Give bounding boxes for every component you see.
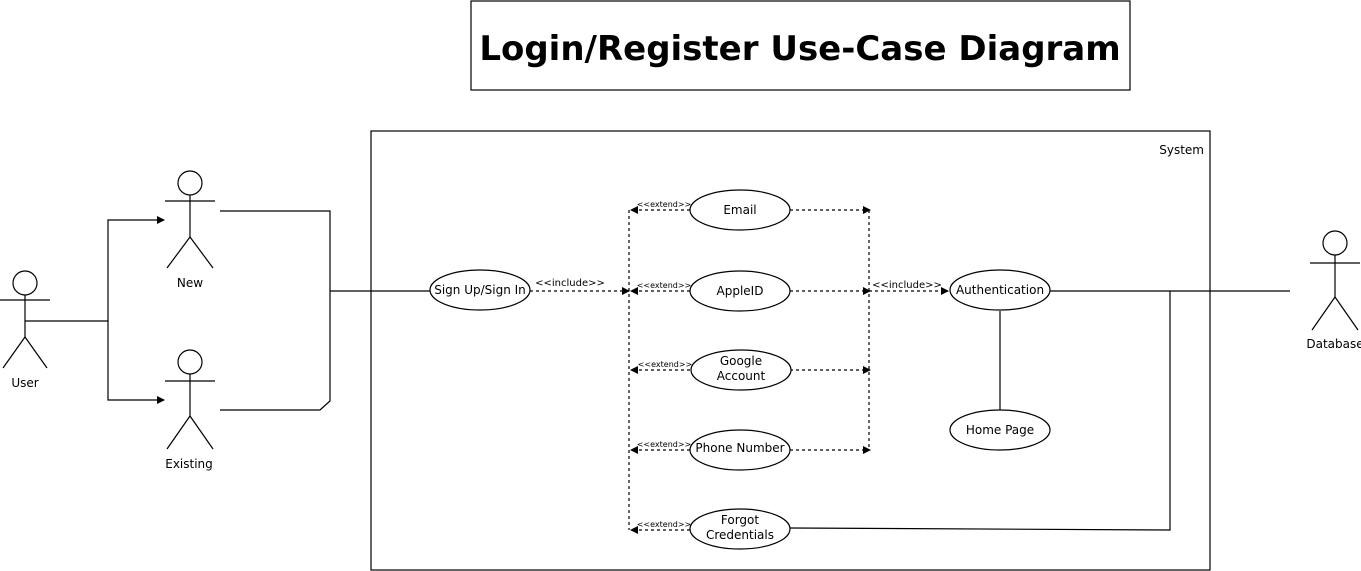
actor-to-signup-connectors <box>220 210 430 411</box>
use-case-google-label-line2: Account <box>717 369 766 383</box>
actor-user-label: User <box>11 376 38 390</box>
extend-label-google: <<extend>> <box>638 360 693 369</box>
extend-label-appleid: <<extend>> <box>637 281 692 290</box>
use-case-google-label-line1: Google <box>720 354 762 368</box>
signup-include-label: <<include>> <box>535 278 605 289</box>
use-case-forgot-label-line1: Forgot <box>721 513 759 527</box>
extend-edges <box>630 206 690 534</box>
use-case-forgot: Forgot Credentials <box>689 508 791 550</box>
system-boundary <box>370 130 1211 571</box>
use-case-homepage-label: Home Page <box>966 423 1034 437</box>
include-edges <box>790 206 871 454</box>
diagram-title: Login/Register Use-Case Diagram <box>479 29 1120 69</box>
actor-new: New <box>165 170 215 290</box>
use-case-email: Email <box>689 189 791 231</box>
actor-existing: Existing <box>165 349 215 471</box>
actor-user: User <box>0 270 50 390</box>
use-case-phone: Phone Number <box>689 429 791 471</box>
use-case-authentication-label: Authentication <box>956 283 1044 297</box>
use-case-phone-label: Phone Number <box>695 441 784 455</box>
actor-database: Database <box>1306 230 1361 351</box>
auth-connectors <box>789 290 1290 531</box>
use-case-authentication: Authentication <box>949 269 1051 311</box>
use-case-email-label: Email <box>723 203 756 217</box>
use-case-google: Google Account <box>690 349 792 391</box>
actor-new-label: New <box>177 276 203 290</box>
extend-label-forgot: <<extend>> <box>637 520 692 529</box>
use-case-appleid: AppleID <box>689 270 791 312</box>
title-box <box>470 0 1131 91</box>
use-case-signup: Sign Up/Sign In <box>429 269 531 311</box>
use-case-signup-label: Sign Up/Sign In <box>434 283 526 297</box>
actor-database-label: Database <box>1306 337 1361 351</box>
use-case-forgot-label-line2: Credentials <box>706 528 774 542</box>
use-case-homepage: Home Page <box>949 409 1051 451</box>
extend-label-phone: <<extend>> <box>637 440 692 449</box>
auth-include-label: <<include>> <box>872 280 942 291</box>
actor-existing-label: Existing <box>165 457 213 471</box>
system-label: System <box>1159 143 1204 157</box>
user-connectors <box>25 216 165 404</box>
use-case-appleid-label: AppleID <box>717 284 764 298</box>
extend-label-email: <<extend>> <box>637 200 692 209</box>
